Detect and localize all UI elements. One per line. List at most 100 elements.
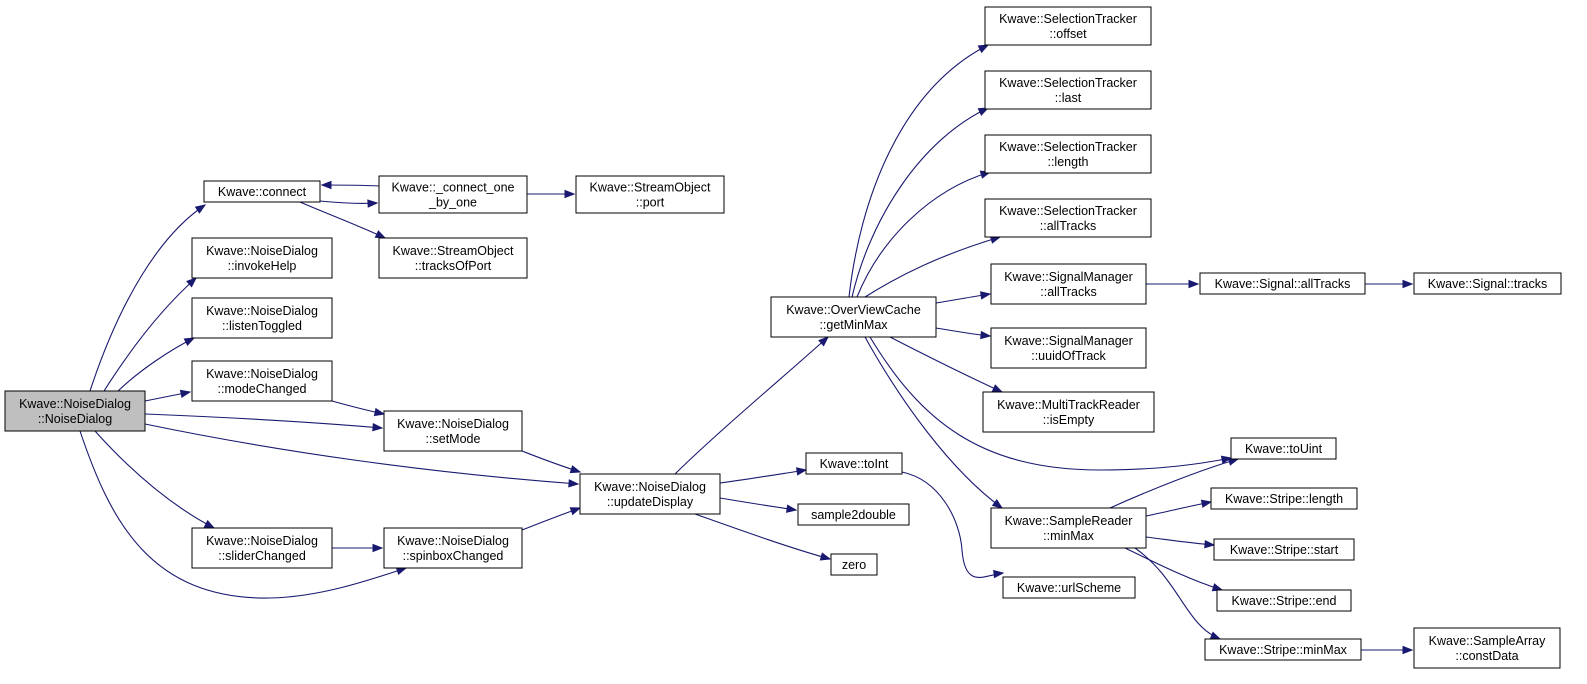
node-stripe_minmax[interactable]: Kwave::Stripe::minMax [1204,638,1362,661]
edge-line [901,471,1004,578]
node-getminmax[interactable]: Kwave::OverViewCache::getMinMax [770,296,937,338]
edge-line [864,336,1003,509]
edge-arrowhead-icon [367,199,379,208]
node-label: Kwave::NoiseDialog [19,397,131,411]
node-box [990,507,1147,549]
edge-arrowhead-icon [1402,279,1414,289]
node-box [1213,538,1355,561]
edge-getminmax-to-st_length [856,170,992,298]
edge-line [851,107,989,298]
edge-arrowhead-icon [183,337,196,347]
node-box [1199,272,1366,295]
node-label: Kwave::Stripe::minMax [1219,643,1348,657]
node-sm_uuid[interactable]: Kwave::SignalManager::uuidOfTrack [990,327,1147,369]
node-mtr_isempty[interactable]: Kwave::MultiTrackReader::isEmpty [982,391,1155,433]
node-box [1216,589,1352,612]
node-label: Kwave::SignalManager [1004,270,1133,284]
edge-line [89,204,206,392]
node-stripe_start[interactable]: Kwave::Stripe::start [1213,538,1355,561]
edge-arrowhead-icon [795,467,808,476]
node-sliderchanged[interactable]: Kwave::NoiseDialog::sliderChanged [191,527,333,569]
call-nodes: Kwave::NoiseDialog::NoiseDialog Kwave::co… [4,6,1562,669]
node-label: Kwave::toUint [1245,442,1323,456]
edge-line [856,171,991,298]
node-label: ::allTracks [1040,285,1097,299]
node-label: ::invokeHelp [228,259,297,273]
node-spinboxchanged[interactable]: Kwave::NoiseDialog::spinboxChanged [383,527,523,569]
node-updatedisplay[interactable]: Kwave::NoiseDialog::updateDisplay [579,473,721,515]
node-touint[interactable]: Kwave::toUint [1230,437,1337,460]
node-box [191,360,333,402]
node-sample2double[interactable]: sample2double [797,503,910,526]
edge-arrowhead-icon [1209,631,1222,640]
node-st_length[interactable]: Kwave::SelectionTracker::length [984,134,1152,174]
edge-sliderchanged-to-spinboxchanged [331,543,384,553]
node-box [4,390,146,432]
node-box [378,237,528,279]
node-box [383,410,523,452]
node-urlscheme[interactable]: Kwave::urlScheme [1002,576,1136,599]
edge-getminmax-to-st_last [851,107,990,298]
node-label: _by_one [428,196,477,210]
node-box [191,297,333,339]
edge-noisedialog_ctor-to-connect [89,204,207,392]
edge-line [144,413,383,429]
node-sm_alltracks[interactable]: Kwave::SignalManager::allTracks [990,263,1147,305]
node-label: Kwave::Signal::allTracks [1215,277,1351,291]
node-modechanged[interactable]: Kwave::NoiseDialog::modeChanged [191,360,333,402]
node-label: Kwave::NoiseDialog [206,244,318,258]
edge-noisedialog_ctor-to-invokehelp [103,277,198,392]
edge-arrowhead-icon [819,552,832,561]
node-connect[interactable]: Kwave::connect [203,180,321,203]
node-listentoggled[interactable]: Kwave::NoiseDialog::listenToggled [191,297,333,339]
node-box [990,327,1147,369]
edge-arrowhead-icon [569,507,582,516]
node-box [830,553,878,576]
node-box [203,180,321,203]
node-st_alltracks[interactable]: Kwave::SelectionTracker::allTracks [984,198,1152,238]
node-label: Kwave::NoiseDialog [206,367,318,381]
node-samplearray_constdata[interactable]: Kwave::SampleArray::constData [1413,627,1561,669]
edge-arrowhead-icon [1204,539,1216,549]
node-stripe_end[interactable]: Kwave::Stripe::end [1216,589,1352,612]
edge-connect_one-to-port [526,189,576,199]
node-noisedialog_ctor[interactable]: Kwave::NoiseDialog::NoiseDialog [4,390,146,432]
node-st_last[interactable]: Kwave::SelectionTracker::last [984,70,1152,110]
node-connect_one[interactable]: Kwave::_connect_one_by_one [378,175,528,214]
edge-arrowhead-icon [374,230,387,239]
edge-arrowhead-icon [179,389,192,399]
node-label: ::setMode [426,432,481,446]
edge-arrowhead-icon [818,336,830,347]
edge-arrowhead-icon [395,566,408,576]
node-label: ::constData [1455,649,1518,663]
edge-connect-to-connect_one [319,199,379,208]
edge-getminmax-to-mtr_isempty [889,336,1004,393]
node-st_offset[interactable]: Kwave::SelectionTracker::offset [984,6,1152,46]
node-label: Kwave::NoiseDialog [206,304,318,318]
node-box [984,134,1152,174]
edge-line [889,336,1003,393]
edge-arrowhead-icon [991,384,1004,393]
node-label: ::length [1047,155,1088,169]
node-label: Kwave::_connect_one [391,181,514,195]
edge-line [719,497,797,511]
node-port[interactable]: Kwave::StreamObject::port [575,175,725,214]
edge-getminmax-to-sm_alltracks [935,291,992,304]
node-invokehelp[interactable]: Kwave::NoiseDialog::invokeHelp [191,237,333,279]
node-signal_tracks[interactable]: Kwave::Signal::tracks [1413,272,1562,295]
edge-updatedisplay-to-zero [694,513,832,561]
node-label: Kwave::OverViewCache [786,303,921,317]
edge-arrowhead-icon [1200,499,1213,508]
node-toint[interactable]: Kwave::toInt [805,452,903,475]
node-stripe_length[interactable]: Kwave::Stripe::length [1210,487,1358,510]
node-signal_alltracks[interactable]: Kwave::Signal::allTracks [1199,272,1366,295]
edge-arrowhead-icon [194,204,207,214]
edge-getminmax-to-st_offset [848,44,990,298]
edge-noisedialog_ctor-to-setmode [144,413,384,432]
node-label: Kwave::StreamObject [590,181,711,195]
node-zero[interactable]: zero [830,553,878,576]
node-setmode[interactable]: Kwave::NoiseDialog::setMode [383,410,523,452]
node-box [575,175,725,214]
node-tracksofport[interactable]: Kwave::StreamObject::tracksOfPort [378,237,528,279]
node-sr_minmax[interactable]: Kwave::SampleReader::minMax [990,507,1147,549]
